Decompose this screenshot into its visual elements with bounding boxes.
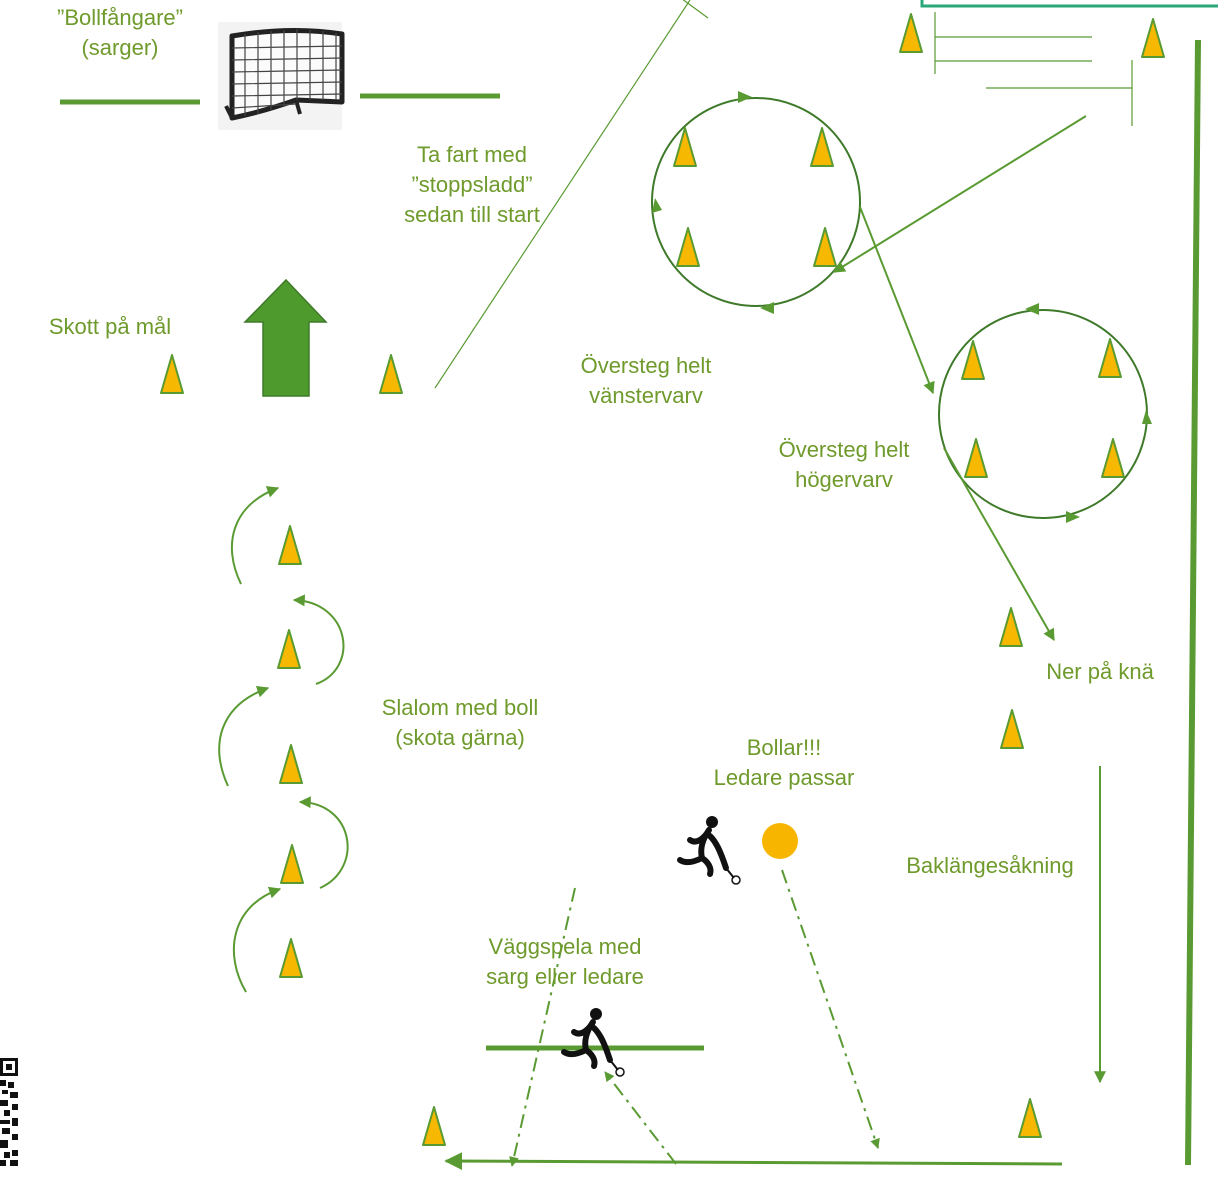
label-balls-leader-line1: Bollar!!! xyxy=(746,735,822,760)
cone-icon xyxy=(279,744,303,784)
big-up-arrow-icon xyxy=(243,278,328,397)
floorball-player-icon xyxy=(680,816,740,884)
label-ball-catcher: ”Bollfångare” (sarger) xyxy=(20,3,220,63)
cone-icon xyxy=(1000,709,1024,749)
circle-arrowheads xyxy=(652,91,1152,523)
cone-icon xyxy=(899,13,923,53)
cone-icon xyxy=(1098,338,1122,378)
ball-icon xyxy=(762,823,798,859)
label-ball-catcher-line1: ”Bollfångare” xyxy=(57,5,183,30)
label-shot-on-goal-text: Skott på mål xyxy=(48,314,172,339)
cone-icon xyxy=(810,127,834,167)
label-speed-stop-line3: sedan till start xyxy=(404,202,540,227)
slalom-arrows xyxy=(218,486,349,993)
cone-icon xyxy=(379,354,403,394)
circle-transfer-path xyxy=(859,206,935,395)
stop-slide-path xyxy=(434,0,709,389)
cone-icon xyxy=(1141,18,1165,58)
bottom-arrow xyxy=(444,1152,1063,1171)
label-wall-pass-line2: sarg eller ledare xyxy=(486,964,644,989)
long-right-line xyxy=(1185,39,1201,1166)
label-crossover-right: Översteg helt högervarv xyxy=(744,435,944,495)
label-speed-stop: Ta fart med ”stoppsladd” sedan till star… xyxy=(372,140,572,230)
cone-icon xyxy=(964,438,988,478)
label-slalom: Slalom med boll (skota gärna) xyxy=(360,693,560,753)
label-slalom-line2: (skota gärna) xyxy=(395,725,525,750)
cone-icon xyxy=(278,525,302,565)
label-wall-pass: Väggspela med sarg eller ledare xyxy=(460,932,670,992)
label-backward-skating: Baklängesåkning xyxy=(880,851,1100,881)
pass-lines xyxy=(509,869,880,1167)
cone-icon xyxy=(1018,1098,1042,1138)
label-backward-skating-text: Baklängesåkning xyxy=(906,853,1074,878)
stop-lines xyxy=(934,12,1133,126)
right-turn-circle xyxy=(938,309,1148,519)
cone-icon xyxy=(422,1106,446,1146)
knee-path xyxy=(943,447,1055,642)
label-crossover-left-line2: vänstervarv xyxy=(589,383,703,408)
label-slalom-line1: Slalom med boll xyxy=(381,695,539,720)
cone-icon xyxy=(1101,438,1125,478)
label-ball-catcher-line2: (sarger) xyxy=(81,35,159,60)
label-speed-stop-line1: Ta fart med xyxy=(416,142,528,167)
cone-icon xyxy=(676,227,700,267)
label-crossover-right-line2: högervarv xyxy=(795,467,893,492)
cone-icon xyxy=(277,629,301,669)
left-turn-circle xyxy=(651,97,861,307)
label-balls-leader: Bollar!!! Ledare passar xyxy=(684,733,884,793)
cone-icon xyxy=(279,938,303,978)
cone-icon xyxy=(961,340,985,380)
label-wall-pass-line1: Väggspela med xyxy=(488,934,642,959)
goal-net-icon xyxy=(218,22,345,130)
cone-icon xyxy=(280,844,304,884)
cone-icon xyxy=(999,607,1023,647)
label-knee-down-text: Ner på knä xyxy=(1046,659,1154,684)
label-knee-down: Ner på knä xyxy=(1020,657,1180,687)
label-speed-stop-line2: ”stoppsladd” xyxy=(411,172,533,197)
label-crossover-left: Översteg helt vänstervarv xyxy=(546,351,746,411)
teal-box-edge xyxy=(920,0,1218,8)
qr-code-icon xyxy=(0,1058,18,1166)
label-crossover-right-line1: Översteg helt xyxy=(778,437,910,462)
label-balls-leader-line2: Ledare passar xyxy=(713,765,855,790)
label-crossover-left-line1: Översteg helt xyxy=(580,353,712,378)
return-path xyxy=(832,115,1087,273)
cone-icon xyxy=(160,354,184,394)
floorball-player-icon xyxy=(564,1008,624,1076)
cone-icon xyxy=(813,227,837,267)
label-shot-on-goal: Skott på mål xyxy=(20,312,200,342)
